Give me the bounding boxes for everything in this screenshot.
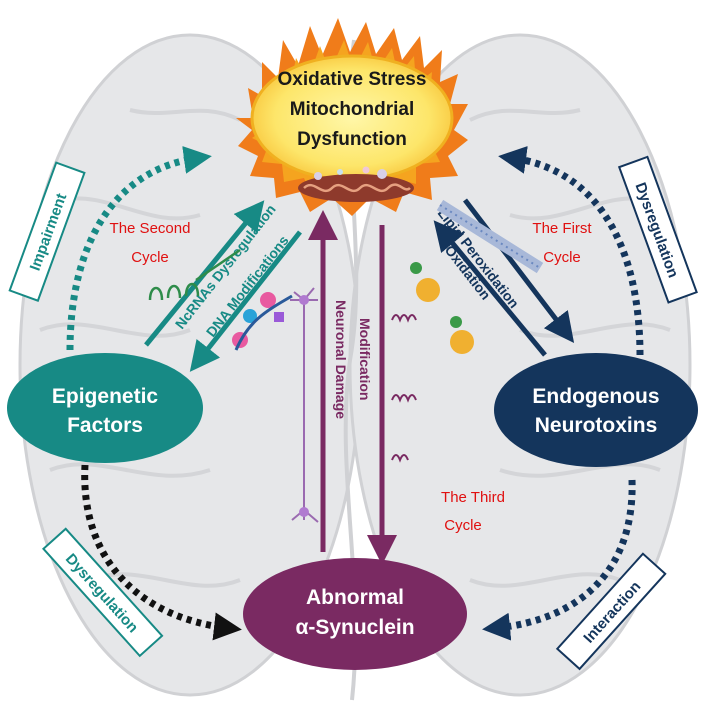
second-cycle-line-1: The Second (110, 220, 191, 237)
dna-strand-icon (232, 292, 293, 351)
lipid-membrane-icon (436, 199, 544, 274)
neurotoxins-node: Endogenous Neurotoxins (494, 353, 698, 467)
fire-ring (236, 18, 468, 216)
synuclein-line-1: Abnormal (306, 586, 404, 609)
impairment-arrow (66, 146, 212, 351)
center-line-2: Mitochondrial (290, 99, 415, 120)
dna-arrow (189, 230, 302, 372)
mitochondrion-icon (298, 166, 414, 202)
epigenetic-node: Epigenetic Factors (7, 353, 203, 463)
epigenetic-line-2: Factors (67, 414, 143, 437)
protein-coil-icon (391, 314, 417, 463)
center-line-1: Oxidative Stress (278, 69, 427, 90)
neuronal-damage-label: Neuronal Damage (333, 300, 349, 419)
neurotoxins-line-1: Endogenous (532, 385, 659, 408)
interaction-arrow (482, 479, 636, 641)
molecule-icon (410, 262, 474, 354)
lipid-arrow (433, 220, 547, 357)
dysregulation-bottom-arrow (81, 464, 242, 641)
neuron-icon (290, 287, 319, 523)
epigenetic-line-1: Epigenetic (52, 385, 159, 408)
center-line-3: Dysfunction (297, 129, 407, 150)
oxidation-arrow (463, 198, 575, 343)
first-cycle-line-2: Cycle (543, 249, 581, 266)
brain-background (18, 33, 692, 701)
third-cycle-line-2: Cycle (444, 517, 482, 534)
third-cycle-line-1: The Third (441, 489, 505, 506)
ncrna-hairpin-icon (148, 248, 241, 301)
modification-label: Modification (357, 318, 373, 400)
second-cycle-line-2: Cycle (131, 249, 169, 266)
first-cycle-line-1: The First (532, 220, 592, 237)
synuclein-node: Abnormal α-Synuclein (243, 558, 467, 670)
neurotoxins-line-2: Neurotoxins (535, 414, 658, 437)
synuclein-line-2: α-Synuclein (295, 616, 414, 639)
